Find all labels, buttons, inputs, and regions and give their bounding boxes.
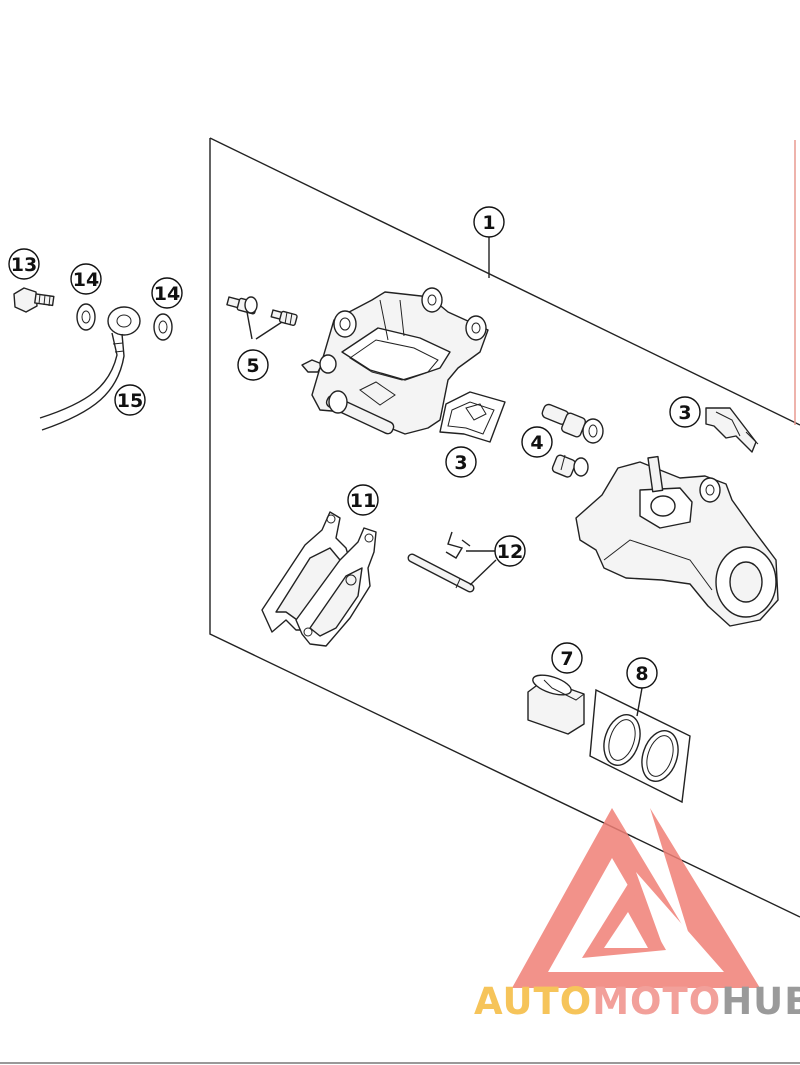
- callout-1-label: 1: [482, 212, 495, 234]
- callout-3b-label: 3: [678, 402, 691, 424]
- callout-8: 8: [626, 657, 658, 689]
- callout-4: 4: [521, 426, 553, 458]
- caliper-body: [301, 287, 489, 435]
- watermark-wordmark: AUTOMOTOHUB: [474, 980, 800, 1023]
- callout-1: 1: [473, 206, 505, 238]
- watermark-text-hub: HUB: [721, 980, 800, 1023]
- callout-11-label: 11: [350, 490, 376, 512]
- callout-12-label: 12: [497, 541, 523, 563]
- leader-lines: [488, 237, 643, 717]
- callout-7-label: 7: [560, 648, 573, 670]
- callout-13-label: 13: [11, 254, 37, 276]
- caliper-bracket: [575, 455, 779, 627]
- brake-pad-pair: [261, 511, 377, 647]
- watermark-logo: [512, 808, 760, 988]
- pad-spring-right: [705, 407, 759, 453]
- brake-hose: [39, 306, 141, 431]
- callout-7: 7: [551, 642, 583, 674]
- callout-11: 11: [347, 484, 379, 516]
- callout-5-label: 5: [246, 355, 259, 377]
- callout-14a: 14: [70, 263, 102, 295]
- callout-14b-label: 14: [154, 283, 180, 305]
- callout-15: 15: [114, 384, 146, 416]
- assembly-panel: [209, 137, 800, 918]
- callout-3a: 3: [445, 446, 477, 478]
- callout-14a-label: 14: [73, 269, 99, 291]
- callout-8-label: 8: [635, 663, 648, 685]
- callout-5: 5: [237, 349, 269, 381]
- slide-pin-large: [541, 403, 604, 444]
- bleeder-screw-set: [226, 296, 298, 340]
- callout-4-label: 4: [530, 432, 543, 454]
- callout-3a-label: 3: [454, 452, 467, 474]
- washer-right: [153, 313, 173, 341]
- washer-left: [76, 303, 96, 331]
- watermark-text-moto: MOTO: [592, 980, 721, 1023]
- callout-12: 12: [494, 535, 526, 567]
- watermark-text-auto: AUTO: [474, 980, 592, 1023]
- pad-retaining-pin: [407, 531, 497, 593]
- seal-kit: [589, 688, 691, 804]
- slide-pin-small: [551, 454, 589, 478]
- callout-14b: 14: [151, 277, 183, 309]
- pad-spring-center: [439, 391, 506, 443]
- banjo-bolt: [13, 287, 55, 313]
- callout-13: 13: [8, 248, 40, 280]
- callout-15-label: 15: [117, 390, 143, 412]
- callout-3b: 3: [669, 396, 701, 428]
- caliper-piston: [527, 674, 585, 735]
